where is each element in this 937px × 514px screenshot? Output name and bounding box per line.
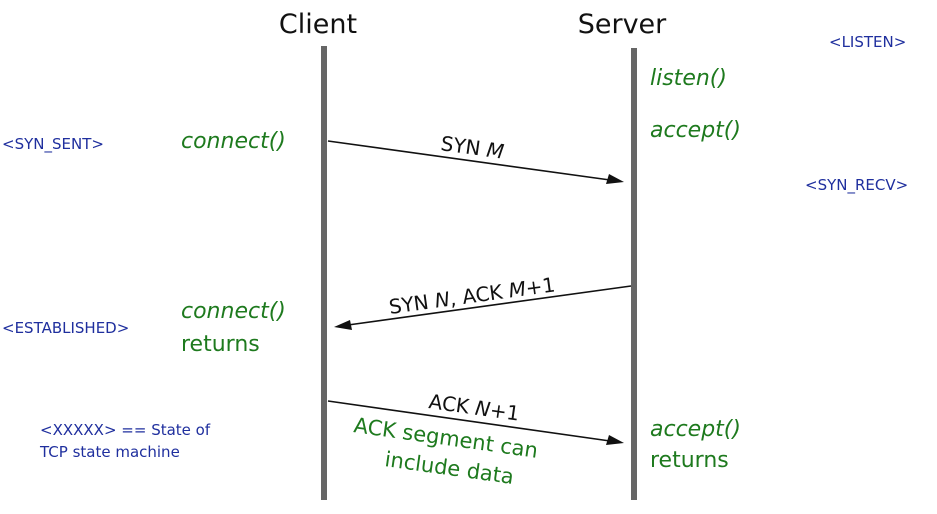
client-connect-call: connect() <box>181 129 286 154</box>
syn-message: SYN M <box>327 131 624 184</box>
server-accept-returns-label: returns <box>650 448 729 473</box>
server-accept-returns-call: accept() <box>650 417 741 442</box>
ack-arrowhead <box>606 435 624 445</box>
server-accept-call: accept() <box>650 118 741 143</box>
syn-ack-label: SYN N, ACK M+1 <box>387 272 556 319</box>
ack-label: ACK N+1 <box>427 389 521 425</box>
ack-arrow <box>327 400 611 442</box>
syn-arrowhead <box>606 174 624 184</box>
state-established: <ESTABLISHED> <box>2 319 129 337</box>
syn-ack-message: SYN N, ACK M+1 <box>334 272 632 330</box>
ack-message: ACK N+1 ACK segment can include data <box>327 389 624 489</box>
state-listen: <LISTEN> <box>829 33 906 51</box>
legend-line-1: <XXXXX> == State of <box>40 421 211 439</box>
client-connect-returns-call: connect() <box>181 299 286 324</box>
legend-line-2: TCP state machine <box>39 443 180 461</box>
syn-label: SYN M <box>439 131 505 163</box>
state-syn-sent: <SYN_SENT> <box>2 135 104 154</box>
syn-arrow <box>327 140 611 181</box>
syn-ack-arrow <box>347 285 632 326</box>
syn-ack-arrowhead <box>334 320 352 330</box>
state-syn-recv: <SYN_RECV> <box>805 176 908 195</box>
client-label: Client <box>279 9 357 40</box>
server-listen-call: listen() <box>650 66 727 91</box>
server-label: Server <box>578 9 667 40</box>
client-connect-returns-label: returns <box>181 332 260 357</box>
